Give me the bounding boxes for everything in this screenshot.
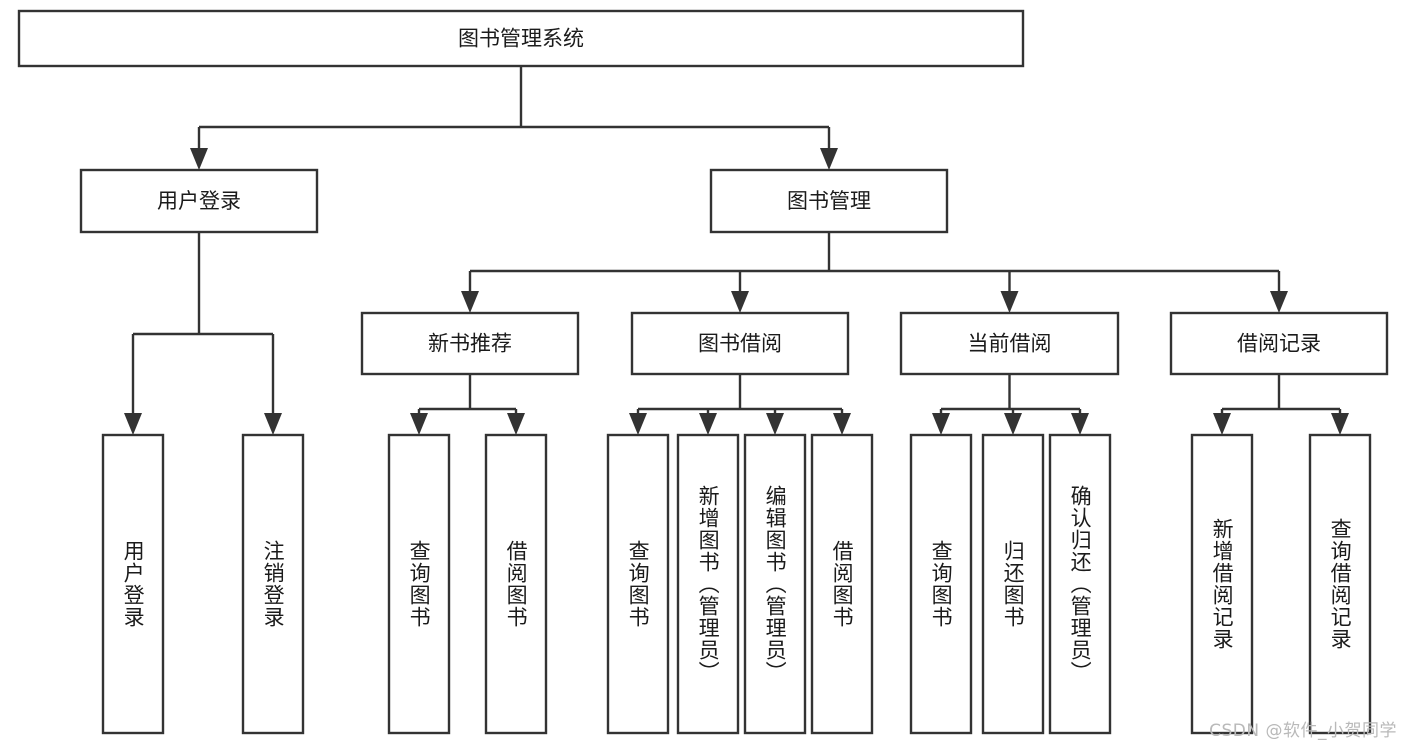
arrow-head-icon — [507, 413, 525, 435]
arrow-head-icon — [410, 413, 428, 435]
arrow-head-icon — [1331, 413, 1349, 435]
node-leaf-query-book-rec-rect[interactable] — [387, 433, 451, 735]
arrow-head-icon — [932, 413, 950, 435]
node-leaf-return-book[interactable] — [981, 433, 1045, 735]
node-leaf-borrow-book-rec[interactable] — [484, 433, 548, 735]
node-leaf-add-book-rect[interactable] — [676, 433, 740, 735]
arrow-head-icon — [264, 413, 282, 435]
arrow-head-icon — [820, 148, 838, 170]
arrow-head-icon — [629, 413, 647, 435]
node-book-borrow-rect[interactable] — [630, 311, 850, 376]
node-leaf-query-book-borrow[interactable] — [606, 433, 670, 735]
node-root[interactable]: 图书管理系统 — [17, 9, 1025, 68]
node-current-borrow[interactable]: 当前借阅 — [899, 311, 1120, 376]
node-book-borrow[interactable]: 图书借阅 — [630, 311, 850, 376]
node-borrow-record-label: 借阅记录 — [1237, 332, 1321, 356]
arrow-head-icon — [731, 291, 749, 313]
node-leaf-logout-rect[interactable] — [241, 433, 305, 735]
node-leaf-borrow-book-rect[interactable] — [810, 433, 874, 735]
node-leaf-confirm-return-rect[interactable] — [1048, 433, 1112, 735]
arrow-head-icon — [1000, 291, 1019, 313]
node-book-management-label: 图书管理 — [787, 189, 871, 213]
node-new-book-recommend[interactable]: 新书推荐 — [360, 311, 580, 376]
arrow-head-icon — [766, 413, 784, 435]
arrow-head-icon — [124, 413, 142, 435]
node-leaf-return-book-rect[interactable] — [981, 433, 1045, 735]
node-leaf-add-book[interactable] — [676, 433, 740, 735]
arrow-head-icon — [1270, 291, 1288, 313]
node-root-rect[interactable] — [17, 9, 1025, 68]
node-leaf-query-record[interactable] — [1308, 433, 1372, 735]
node-book-management-rect[interactable] — [709, 168, 949, 234]
node-new-book-recommend-label: 新书推荐 — [428, 332, 512, 356]
node-leaf-add-record[interactable] — [1190, 433, 1254, 735]
node-leaf-edit-book-rect[interactable] — [743, 433, 807, 735]
node-leaf-query-book-current-rect[interactable] — [909, 433, 973, 735]
node-new-book-recommend-rect[interactable] — [360, 311, 580, 376]
arrow-head-icon — [1071, 413, 1089, 435]
node-borrow-record[interactable]: 借阅记录 — [1169, 311, 1389, 376]
node-leaf-borrow-book-rec-rect[interactable] — [484, 433, 548, 735]
node-leaf-edit-book[interactable] — [743, 433, 807, 735]
arrow-head-icon — [190, 148, 208, 170]
node-leaf-confirm-return[interactable] — [1048, 433, 1112, 735]
arrow-head-icon — [461, 291, 479, 313]
node-book-borrow-label: 图书借阅 — [698, 332, 782, 356]
node-borrow-record-rect[interactable] — [1169, 311, 1389, 376]
node-leaf-user-login[interactable] — [101, 433, 165, 735]
arrow-head-icon — [1004, 413, 1022, 435]
node-current-borrow-label: 当前借阅 — [968, 332, 1052, 356]
node-root-label: 图书管理系统 — [458, 27, 584, 51]
node-leaf-query-book-borrow-rect[interactable] — [606, 433, 670, 735]
node-leaf-borrow-book[interactable] — [810, 433, 874, 735]
node-user-login-label: 用户登录 — [157, 189, 241, 213]
node-user-login-rect[interactable] — [79, 168, 319, 234]
node-book-management[interactable]: 图书管理 — [709, 168, 949, 234]
node-leaf-query-book-rec[interactable] — [387, 433, 451, 735]
node-current-borrow-rect[interactable] — [899, 311, 1120, 376]
arrow-head-icon — [1213, 413, 1231, 435]
arrow-head-icon — [833, 413, 851, 435]
node-leaf-query-book-current[interactable] — [909, 433, 973, 735]
node-leaf-user-login-rect[interactable] — [101, 433, 165, 735]
node-leaf-query-record-rect[interactable] — [1308, 433, 1372, 735]
arrow-head-icon — [699, 413, 717, 435]
node-leaf-logout[interactable] — [241, 433, 305, 735]
node-user-login[interactable]: 用户登录 — [79, 168, 319, 234]
node-leaf-add-record-rect[interactable] — [1190, 433, 1254, 735]
